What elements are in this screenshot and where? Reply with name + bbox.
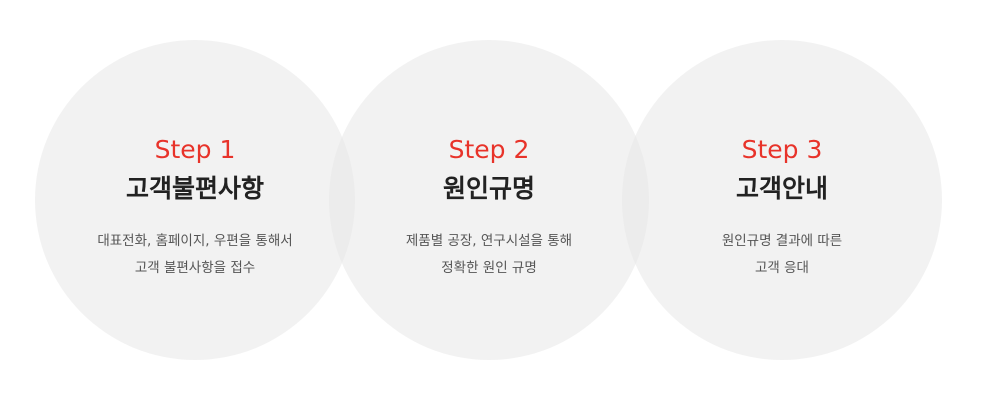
step-2-circle [329,40,649,360]
step-1-description: 대표전화, 홈페이지, 우편을 통해서 고객 불편사항을 접수 [35,228,355,282]
step-2-title: 원인규명 [442,174,535,203]
step-2-label: Step 2 [448,135,530,164]
step-2-description: 제품별 공장, 연구시설을 통해 정확한 원인 규명 [329,228,649,282]
step-1-label: Step 1 [154,135,236,164]
step-1-circle [35,40,355,360]
step-1-title: 고객불편사항 [125,174,264,203]
step-1-desc-line-1: 대표전화, 홈페이지, 우편을 통해서 [97,233,293,249]
step-3-desc-line-2: 고객 응대 [755,260,809,276]
step-3-title: 고객안내 [735,174,828,203]
step-3-label: Step 3 [741,135,823,164]
step-1-desc-line-2: 고객 불편사항을 접수 [134,260,256,276]
step-3-circle [622,40,942,360]
step-2-desc-line-1: 제품별 공장, 연구시설을 통해 [405,233,573,249]
step-3-description: 원인규명 결과에 따른 고객 응대 [622,228,942,282]
step-2-desc-line-2: 정확한 원인 규명 [441,260,537,276]
step-3-desc-line-1: 원인규명 결과에 따른 [721,233,843,249]
